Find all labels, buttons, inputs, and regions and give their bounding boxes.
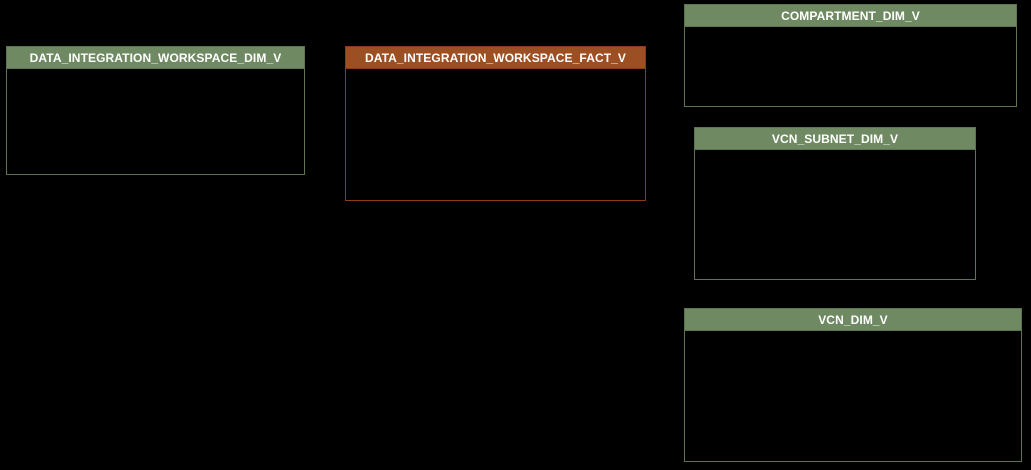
entity-header-vcn-dim-v: VCN_DIM_V bbox=[685, 309, 1021, 331]
entity-body-data-integration-workspace-dim-v bbox=[7, 69, 304, 174]
entity-data-integration-workspace-dim-v[interactable]: DATA_INTEGRATION_WORKSPACE_DIM_V bbox=[6, 46, 305, 175]
entity-body-vcn-dim-v bbox=[685, 331, 1021, 461]
entity-body-compartment-dim-v bbox=[685, 27, 1016, 106]
entity-header-vcn-subnet-dim-v: VCN_SUBNET_DIM_V bbox=[695, 128, 975, 150]
entity-body-vcn-subnet-dim-v bbox=[695, 150, 975, 279]
entity-vcn-dim-v[interactable]: VCN_DIM_V bbox=[684, 308, 1022, 462]
entity-header-data-integration-workspace-dim-v: DATA_INTEGRATION_WORKSPACE_DIM_V bbox=[7, 47, 304, 69]
entity-compartment-dim-v[interactable]: COMPARTMENT_DIM_V bbox=[684, 4, 1017, 107]
entity-data-integration-workspace-fact-v[interactable]: DATA_INTEGRATION_WORKSPACE_FACT_V bbox=[345, 46, 646, 201]
entity-body-data-integration-workspace-fact-v bbox=[346, 69, 645, 200]
entity-vcn-subnet-dim-v[interactable]: VCN_SUBNET_DIM_V bbox=[694, 127, 976, 280]
entity-header-compartment-dim-v: COMPARTMENT_DIM_V bbox=[685, 5, 1016, 27]
entity-header-data-integration-workspace-fact-v: DATA_INTEGRATION_WORKSPACE_FACT_V bbox=[346, 47, 645, 69]
